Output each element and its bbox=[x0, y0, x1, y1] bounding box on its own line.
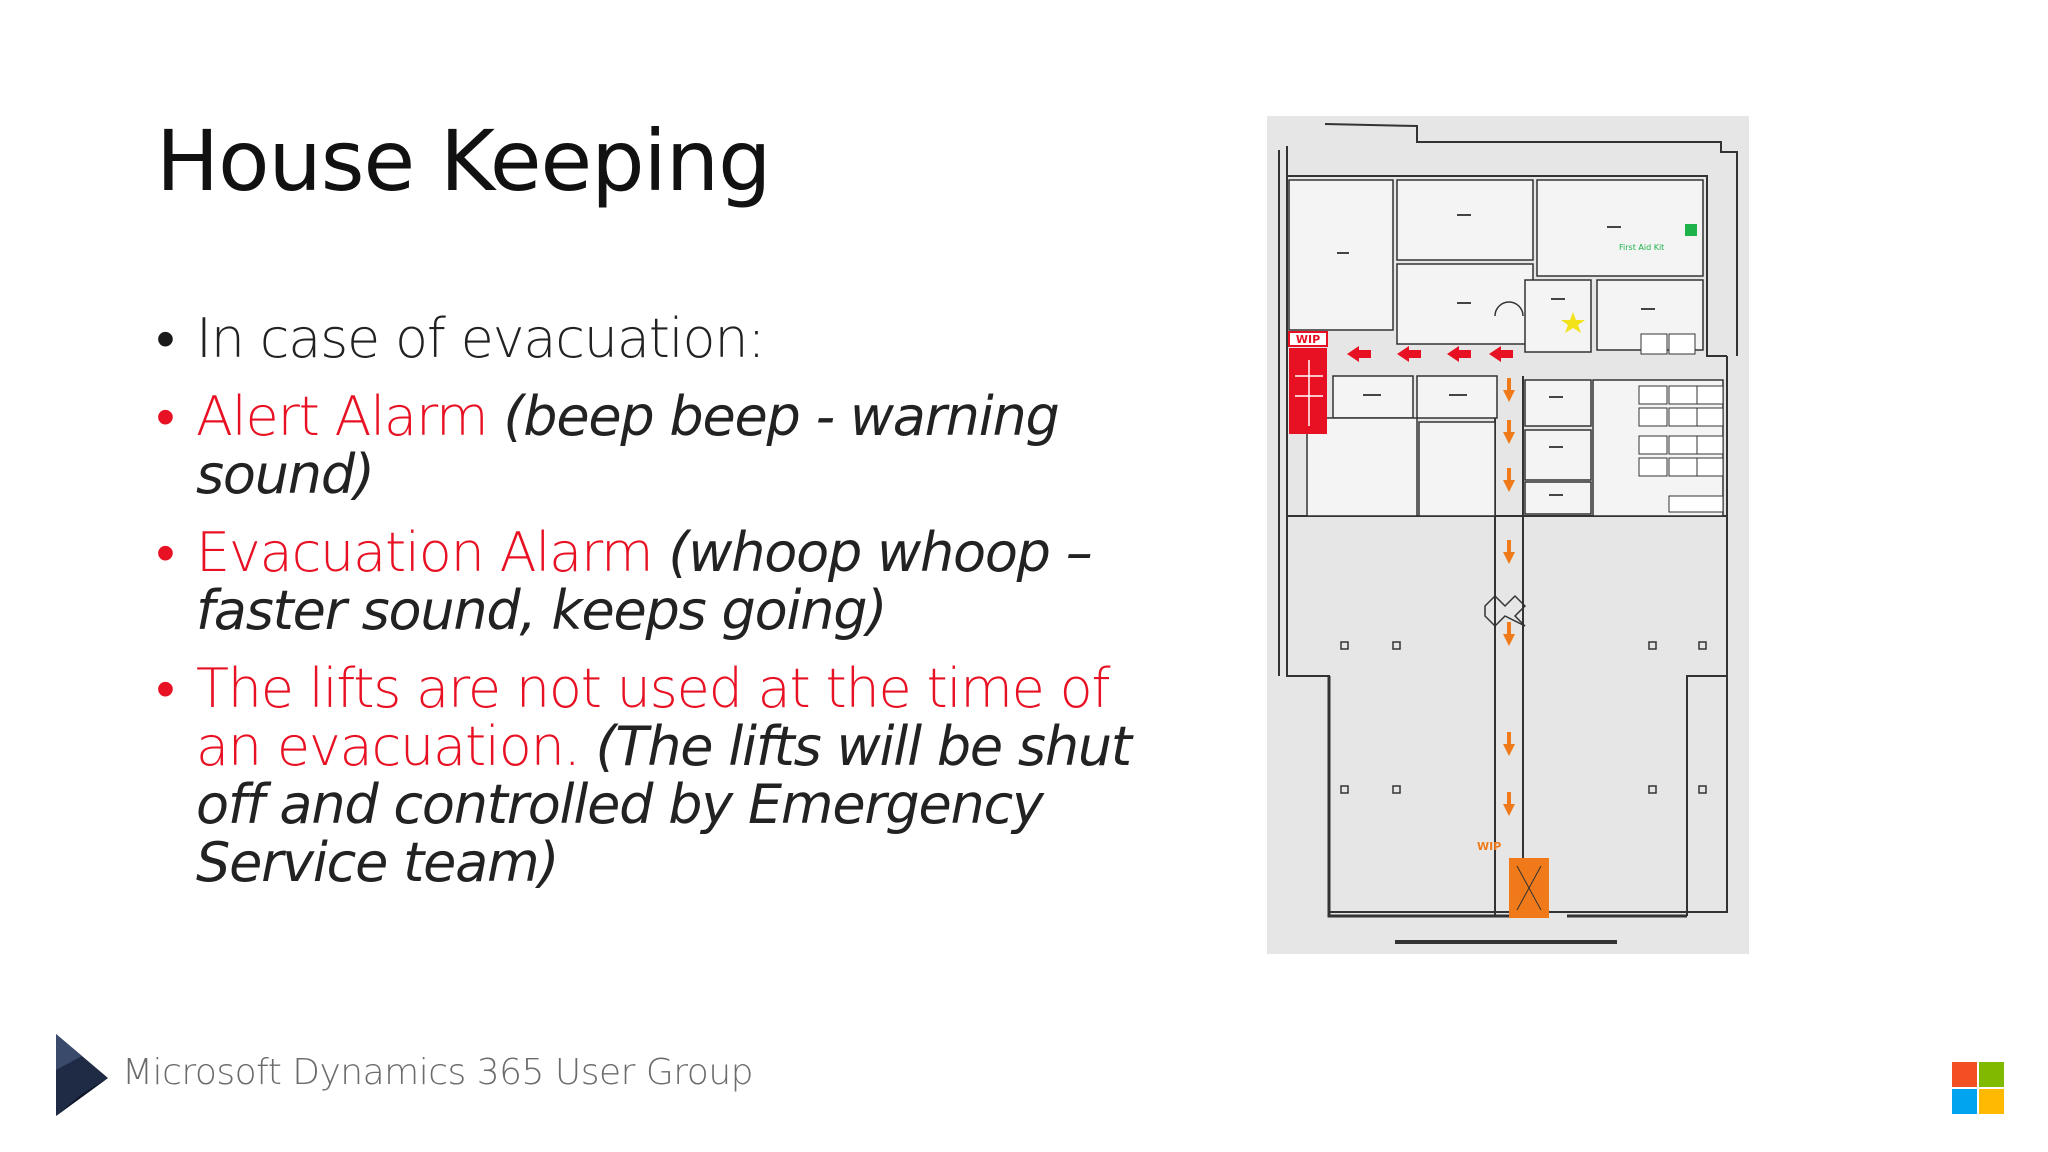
bullet-italic-text: (The lifts will be shut off and controll… bbox=[196, 715, 1132, 894]
bullet-list: • In case of evacuation: • Alert Alarm (… bbox=[156, 310, 1166, 912]
bullet-item-alert-alarm: • Alert Alarm (beep beep - warning sound… bbox=[156, 388, 1166, 504]
bullet-red-text: The lifts are not used at the time of an… bbox=[196, 657, 1110, 778]
ms-logo-green bbox=[1979, 1062, 2004, 1087]
bullet-text: In case of evacuation: bbox=[196, 307, 766, 370]
bullet-dot: • bbox=[156, 521, 175, 584]
bullet-period: . bbox=[563, 715, 581, 778]
slide-title: House Keeping bbox=[156, 112, 771, 210]
dynamics-logo-icon bbox=[52, 1030, 110, 1120]
bullet-dot: • bbox=[156, 307, 175, 370]
wip-label-top: WIP bbox=[1296, 333, 1320, 346]
footer-group-name: Microsoft Dynamics 365 User Group bbox=[122, 1052, 754, 1093]
orange-exit-arrows bbox=[1503, 378, 1515, 816]
evacuation-floor-plan: WIP bbox=[1267, 116, 1749, 954]
assembly-star-icon bbox=[1561, 312, 1585, 333]
bullet-red-text: Evacuation Alarm bbox=[196, 521, 654, 584]
ms-logo-yellow bbox=[1979, 1089, 2004, 1114]
wip-stairwell-red bbox=[1289, 348, 1327, 434]
ms-logo-blue bbox=[1952, 1089, 1977, 1114]
bullet-item-evacuation-alarm: • Evacuation Alarm (whoop whoop – faster… bbox=[156, 524, 1166, 640]
wip-label-bottom: WIP bbox=[1477, 840, 1501, 853]
bullet-item-evacuation: • In case of evacuation: bbox=[156, 310, 1166, 368]
first-aid-kit-marker bbox=[1685, 224, 1697, 236]
microsoft-logo-icon bbox=[1952, 1062, 2004, 1114]
bullet-red-text: Alert Alarm bbox=[196, 385, 489, 448]
bullet-italic-text: (whoop whoop – faster sound, keeps going… bbox=[196, 521, 1093, 642]
bullet-dot: • bbox=[156, 657, 175, 720]
red-exit-arrows bbox=[1347, 346, 1513, 362]
first-aid-kit-label: First Aid Kit bbox=[1619, 243, 1664, 252]
bullet-italic-text: (beep beep - warning sound) bbox=[196, 385, 1060, 506]
bullet-item-lifts: • The lifts are not used at the time of … bbox=[156, 660, 1166, 892]
ms-logo-red bbox=[1952, 1062, 1977, 1087]
bullet-dot: • bbox=[156, 385, 175, 448]
